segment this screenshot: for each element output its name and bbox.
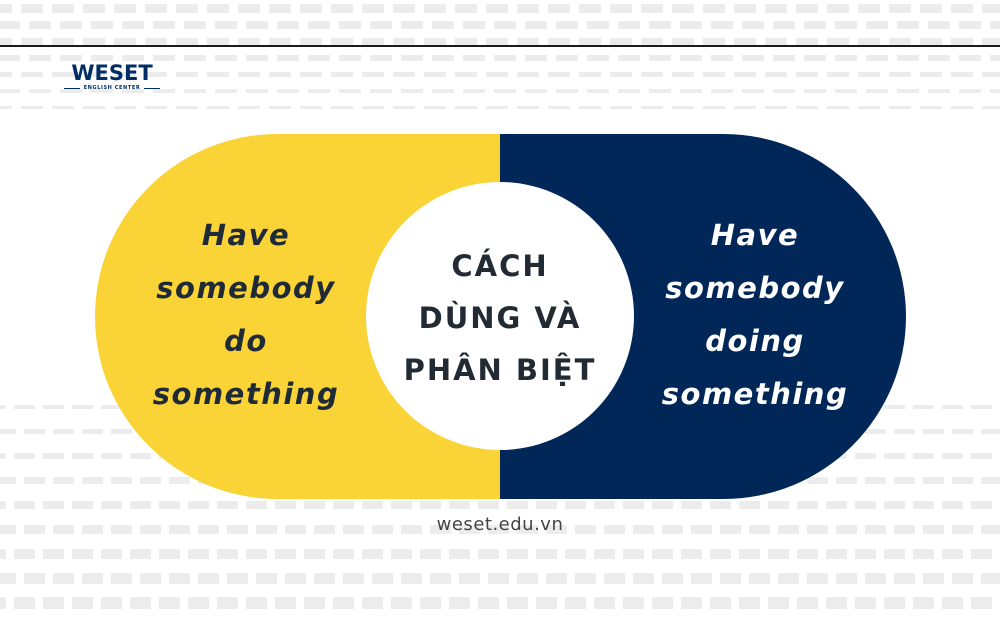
right-panel-line: somebody: [665, 271, 845, 305]
right-panel-text: Have somebody doing something: [640, 209, 870, 421]
center-title: CÁCH DÙNG VÀ PHÂN BIỆT: [366, 240, 634, 396]
left-panel-text: Have somebody do something: [131, 209, 361, 421]
footer-website: weset.edu.vn: [436, 514, 564, 535]
logo-wordmark: WESET: [71, 61, 153, 85]
left-panel-line: somebody: [156, 271, 336, 305]
left-panel-line: do: [224, 324, 268, 358]
left-panel-line: something: [152, 377, 340, 411]
center-circle: [366, 182, 634, 450]
top-divider: [0, 45, 1000, 47]
right-panel-line: something: [661, 377, 849, 411]
logo-rule-right: [144, 88, 160, 89]
right-panel-line: Have: [710, 218, 800, 252]
left-panel-line: Have: [201, 218, 291, 252]
center-title-line: PHÂN BIỆT: [403, 353, 597, 387]
center-title-line: DÙNG VÀ: [418, 301, 582, 335]
right-panel-line: doing: [705, 324, 805, 358]
weset-logo: WESET ENGLISH CENTER: [62, 62, 162, 96]
logo-tagline: ENGLISH CENTER: [83, 85, 141, 91]
center-title-line: CÁCH: [451, 249, 549, 283]
logo-rule-left: [64, 88, 80, 89]
